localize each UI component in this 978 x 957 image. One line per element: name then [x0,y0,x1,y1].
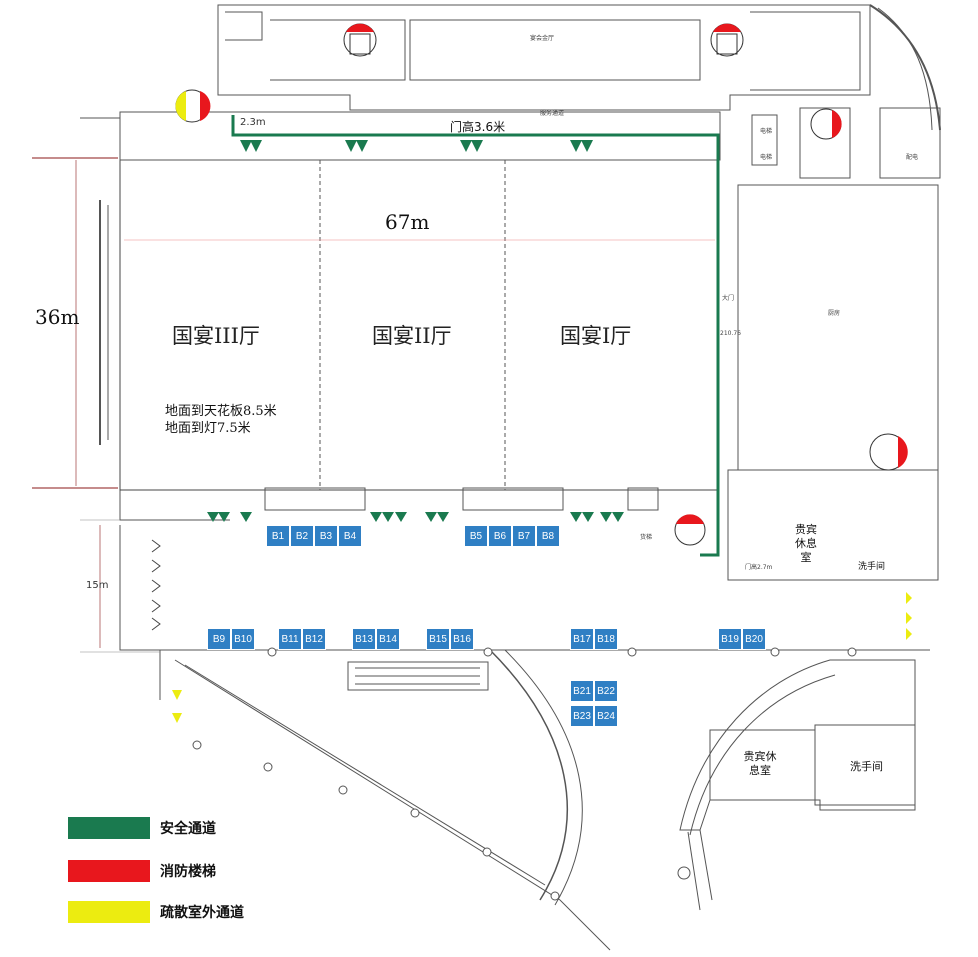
vip-lounge-upper: 贵宾休息室 [795,523,817,564]
kitchen-label: 厨房 [828,310,841,317]
hall-3-label: 国宴III厅 [172,324,260,348]
back-door-label: 大门 [722,295,735,302]
door-height-label: 门高3.6米 [450,120,506,134]
legend-safety-swatch [68,817,150,839]
booth-b2[interactable]: B2 [290,525,314,547]
booth-b3[interactable]: B3 [314,525,338,547]
legend-fire-stair-label: 消防楼梯 [160,864,216,880]
restroom-upper: 洗手间 [858,562,886,572]
booth-b20[interactable]: B20 [742,628,766,650]
booth-b5[interactable]: B5 [464,525,488,547]
top-hall-label: 宴会金厅 [530,35,555,42]
booth-b6[interactable]: B6 [488,525,512,547]
small-dim-label: 210.76 [720,330,741,337]
booth-b12[interactable]: B12 [302,628,326,650]
corridor-label: 服务通道 [540,110,565,117]
booth-b10[interactable]: B10 [231,628,255,650]
booth-b1[interactable]: B1 [266,525,290,547]
legend-outdoor-swatch [68,901,150,923]
legend-fire-stair-swatch [68,860,150,882]
booth-b4[interactable]: B4 [338,525,362,547]
booth-b23[interactable]: B23 [570,705,594,727]
depth-label: 36m [35,305,80,329]
booth-b7[interactable]: B7 [512,525,536,547]
restroom-lower: 洗手间 [850,760,883,773]
booth-b15[interactable]: B15 [426,628,450,650]
elevator-label: 电梯 [760,128,773,135]
booth-b13[interactable]: B13 [352,628,376,650]
booth-b22[interactable]: B22 [594,680,618,702]
power-label: 配电 [906,154,919,161]
ceiling-height-label: 地面到天花板8.5米 [165,404,277,419]
vip-lounge-lower: 贵宾休息室 [743,750,777,777]
light-height-label: 地面到灯7.5米 [165,421,251,436]
corridor-width-label: 2.3m [240,117,266,128]
hall-1-label: 国宴I厅 [560,324,632,348]
booth-b18[interactable]: B18 [594,628,618,650]
foyer-depth-label: 15m [86,580,109,591]
elevator-label-2: 电梯 [760,154,773,161]
booth-b24[interactable]: B24 [594,705,618,727]
legend-safety-label: 安全通道 [160,821,216,837]
width-label: 67m [385,210,430,234]
booth-b14[interactable]: B14 [376,628,400,650]
booth-b9[interactable]: B9 [207,628,231,650]
booth-b21[interactable]: B21 [570,680,594,702]
booth-b8[interactable]: B8 [536,525,560,547]
booth-b19[interactable]: B19 [718,628,742,650]
booth-b16[interactable]: B16 [450,628,474,650]
service-elevator-label: 货梯 [640,534,653,541]
booth-b11[interactable]: B11 [278,628,302,650]
legend-outdoor-label: 疏散室外通道 [160,905,244,921]
booth-b17[interactable]: B17 [570,628,594,650]
side-door-label: 门高2.7m [745,564,773,571]
hall-2-label: 国宴II厅 [372,324,452,348]
